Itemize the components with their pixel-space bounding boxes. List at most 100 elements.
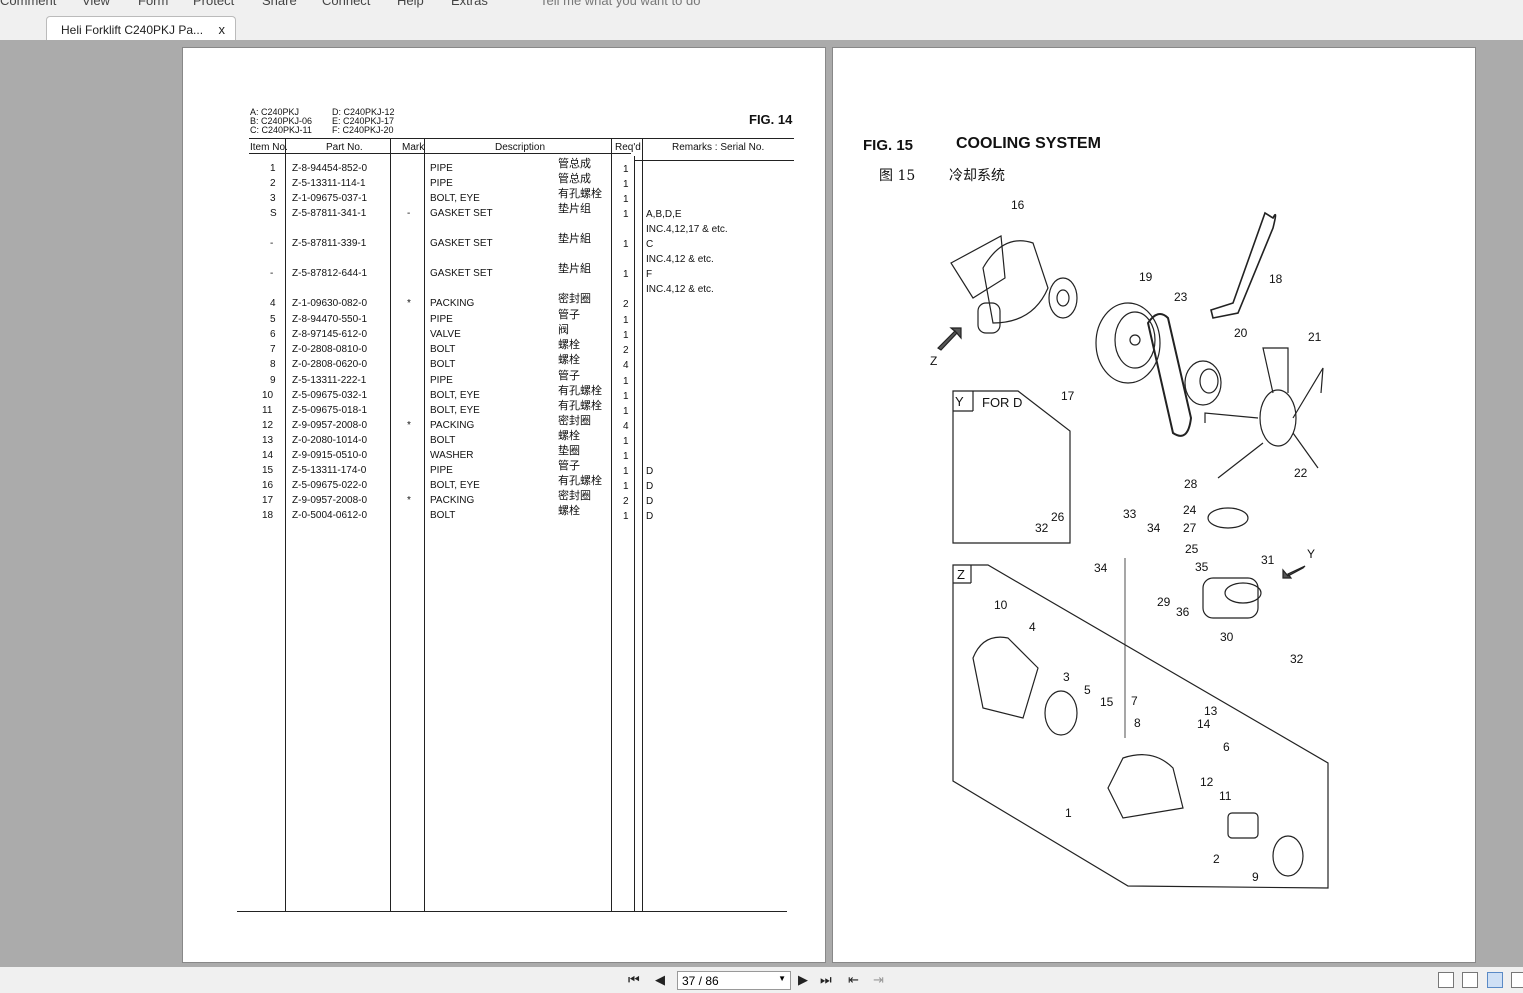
description: PIPE xyxy=(430,163,453,174)
description: GASKET SET xyxy=(430,268,493,279)
qty-required: 2 xyxy=(623,345,629,356)
part-no: Z-5-87812-644-1 xyxy=(292,268,368,279)
description: BOLT xyxy=(430,359,456,370)
description-cn: 有孔螺栓 xyxy=(558,400,602,412)
item-no: - xyxy=(270,238,274,249)
qty-required: 2 xyxy=(623,496,629,507)
cooling-system-diagram xyxy=(937,211,1329,889)
item-no: 18 xyxy=(262,510,274,521)
description: GASKET SET xyxy=(430,208,493,219)
part-no: Z-5-09675-022-0 xyxy=(292,480,368,491)
description: PACKING xyxy=(430,420,475,431)
description: PACKING xyxy=(430,495,475,506)
model-legend: D: C240PKJ-12 xyxy=(332,107,395,117)
remarks: C xyxy=(646,239,654,250)
menu-item-extras[interactable]: Extras xyxy=(451,0,488,8)
menu-item-form[interactable]: Form xyxy=(138,0,169,8)
menu-item-share[interactable]: Share xyxy=(262,0,297,8)
description: BOLT, EYE xyxy=(430,193,480,204)
callout-label: 24 xyxy=(1183,503,1197,517)
model-legend: C: C240PKJ-11 xyxy=(250,125,312,135)
callout-label: 17 xyxy=(1061,389,1075,403)
item-no: 7 xyxy=(270,344,276,355)
fig-title: COOLING SYSTEM xyxy=(956,135,1101,152)
qty-required: 1 xyxy=(623,436,629,447)
cooling-fan-drawing xyxy=(1204,347,1324,479)
menu-item-protect[interactable]: Protect xyxy=(193,0,235,8)
description-cn: 有孔螺栓 xyxy=(558,385,602,397)
remarks-detail: INC.4,12,17 & etc. xyxy=(646,224,728,235)
item-no: - xyxy=(270,268,274,279)
description: VALVE xyxy=(430,329,461,340)
adjust-bar-drawing xyxy=(1210,211,1277,319)
part-no: Z-5-09675-018-1 xyxy=(292,405,368,416)
part-no: Z-0-2808-0810-0 xyxy=(292,344,368,355)
callout-label: 13 xyxy=(1204,704,1218,718)
menu-bar: Comment View Form Protect Share Connect Help Ex… xyxy=(0,0,1523,14)
page-number-input[interactable]: 37 / 86▼ xyxy=(677,971,791,990)
item-no: 5 xyxy=(270,314,276,325)
single-page-view-button[interactable] xyxy=(1438,972,1454,988)
description-cn: 垫片组 xyxy=(558,203,591,215)
remarks: D xyxy=(646,496,654,507)
description-cn: 有孔螺栓 xyxy=(558,475,602,487)
next-view-icon[interactable]: ⇥ xyxy=(873,972,884,987)
menu-item-connect[interactable]: Connect xyxy=(322,0,371,8)
y-arrow-icon xyxy=(1282,565,1306,579)
callout-label: 2 xyxy=(1213,852,1220,866)
document-tab[interactable]: Heli Forklift C240PKJ Pa...x xyxy=(46,16,236,40)
item-no: 17 xyxy=(262,495,274,506)
callout-label: 9 xyxy=(1252,870,1259,884)
description: BOLT, EYE xyxy=(430,390,480,401)
column-divider xyxy=(611,138,612,911)
item-no: 2 xyxy=(270,178,276,189)
callout-label: 8 xyxy=(1134,716,1141,730)
column-divider xyxy=(642,138,643,911)
callout-label: 27 xyxy=(1183,521,1197,535)
callout-label: 21 xyxy=(1308,330,1322,344)
remarks-detail: INC.4,12 & etc. xyxy=(646,254,714,265)
mark: * xyxy=(407,495,411,506)
qty-required: 1 xyxy=(623,239,629,250)
callout-label: 20 xyxy=(1234,326,1248,340)
item-no: 9 xyxy=(270,375,276,386)
callout-label: 23 xyxy=(1174,290,1188,304)
navigation-bar: ⏮ ◀ 37 / 86▼ ▶ ⏭ ⇤ ⇥ xyxy=(0,967,1523,993)
description: WASHER xyxy=(430,450,474,461)
divider xyxy=(249,138,794,139)
description-cn: 密封圈 xyxy=(558,415,591,427)
menu-item-view[interactable]: View xyxy=(82,0,110,8)
item-no: 13 xyxy=(262,435,274,446)
part-no: Z-5-87811-341-1 xyxy=(292,208,367,219)
callout-label: 19 xyxy=(1139,270,1153,284)
remarks: A,B,D,E xyxy=(646,209,682,220)
part-no: Z-5-87811-339-1 xyxy=(292,238,367,249)
callout-label: 12 xyxy=(1200,775,1214,789)
description-cn: 螺栓 xyxy=(558,354,580,366)
previous-view-icon[interactable]: ⇤ xyxy=(848,972,859,987)
description: BOLT xyxy=(430,435,456,446)
two-page-view-button[interactable] xyxy=(1487,972,1503,988)
item-no: 1 xyxy=(270,163,276,174)
previous-page-icon[interactable]: ◀ xyxy=(655,972,665,987)
chevron-down-icon[interactable]: ▼ xyxy=(778,974,786,983)
description-cn: 管子 xyxy=(558,460,580,472)
continuous-view-button[interactable] xyxy=(1462,972,1478,988)
menu-item-comment[interactable]: Comment xyxy=(0,0,57,8)
description-cn: 管总成 xyxy=(558,173,591,185)
model-legend: F: C240PKJ-20 xyxy=(332,125,394,135)
mark: - xyxy=(407,208,411,219)
menu-item-help[interactable]: Help xyxy=(397,0,424,8)
tell-me-box[interactable]: Tell me what you want to do xyxy=(540,0,701,8)
next-page-icon[interactable]: ▶ xyxy=(798,972,808,987)
first-page-icon[interactable]: ⏮ xyxy=(628,972,640,987)
two-page-continuous-view-button[interactable] xyxy=(1511,972,1523,988)
description-cn: 螺栓 xyxy=(558,339,580,351)
close-tab-icon[interactable]: x xyxy=(218,22,226,37)
callout-label: Y xyxy=(1307,547,1316,561)
last-page-icon[interactable]: ⏭ xyxy=(820,972,832,987)
water-pump-drawing xyxy=(950,235,1078,334)
fig-number: FIG. 14 xyxy=(749,112,793,127)
mark: * xyxy=(407,420,411,431)
